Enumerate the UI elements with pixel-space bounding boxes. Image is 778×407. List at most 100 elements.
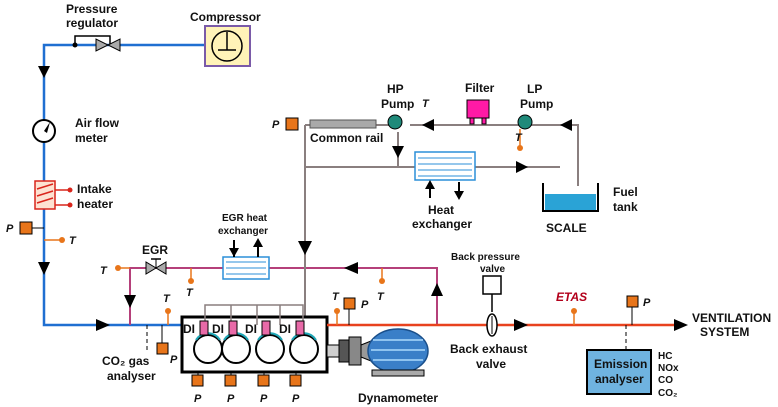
temperature-sensor-icon	[334, 308, 340, 314]
flow-arrow-icon	[38, 262, 50, 275]
egr-label: EGR	[142, 243, 168, 257]
cylinder-pressure-sensors	[191, 372, 302, 387]
hp-pump-label: HP	[387, 82, 404, 96]
sensor-p-label: P	[643, 297, 651, 309]
injector-icon	[295, 320, 305, 336]
sensor-t-label: T	[422, 98, 430, 110]
lp-pump-label: LP	[527, 82, 542, 96]
flow-arrow-icon	[96, 319, 110, 331]
egr-heat-exchanger-label-2: exchanger	[218, 226, 268, 237]
flow-arrow-icon	[674, 319, 688, 331]
flow-arrow-icon	[560, 119, 572, 131]
sensor-t-label: T	[515, 132, 523, 144]
filter-label: Filter	[465, 81, 495, 95]
pressure-sensor-icon	[19, 221, 33, 235]
lp-pump-label-2: Pump	[520, 97, 553, 111]
sensor-p-label: P	[292, 393, 300, 405]
sensor-t-label: T	[100, 265, 108, 277]
sensor-t-label: T	[377, 291, 385, 303]
hp-pump-icon	[387, 114, 403, 130]
flow-arrow-icon	[431, 283, 443, 296]
flow-arrow-icon	[422, 119, 434, 131]
sensor-p-label: P	[194, 393, 202, 405]
injector-label: DI	[212, 322, 224, 336]
sensor-p-label: P	[6, 223, 14, 235]
back-pressure-valve-label: Back pressure	[451, 252, 520, 263]
heat-exchanger-label: Heat	[428, 203, 454, 217]
sensor-t-label: T	[163, 293, 171, 305]
pressure-sensor-icon	[626, 295, 639, 308]
intake-heater-label-2: heater	[77, 197, 113, 211]
sensor-p-label: P	[272, 119, 280, 131]
injector-icon	[228, 320, 238, 336]
compressor-label: Compressor	[190, 10, 261, 24]
temperature-sensor-icon	[59, 237, 65, 243]
back-pressure-valve-icon	[482, 275, 502, 295]
flow-arrow-icon	[344, 262, 358, 274]
engine-block	[180, 304, 329, 374]
sensor-t-label: T	[69, 235, 77, 247]
emission-nox: NOx	[658, 363, 679, 374]
injector-icon	[199, 320, 209, 336]
injector-icon	[261, 320, 271, 336]
emission-hc: HC	[658, 351, 672, 362]
pressure-sensor-icon	[343, 297, 356, 310]
air-flow-meter-label: Air flow	[75, 116, 120, 130]
pressure-regulator-label-2: regulator	[66, 16, 118, 30]
flow-arrow-icon	[38, 66, 50, 78]
sensor-p-label: P	[170, 354, 178, 366]
back-pressure-valve-label-2: valve	[480, 264, 505, 275]
lp-pump-icon	[517, 114, 533, 130]
flow-arrow-icon	[298, 241, 312, 255]
common-rail-icon	[309, 119, 377, 129]
ventilation-system-label: VENTILATION	[692, 311, 771, 325]
injector-label: DI	[279, 322, 291, 336]
pressure-regulator-label: Pressure	[66, 2, 118, 16]
dynamometer-icon	[326, 328, 429, 377]
sensor-t-label: T	[332, 291, 340, 303]
compressor-icon	[211, 30, 243, 62]
egr-valve-icon	[145, 258, 167, 275]
co2-gas-analyser-label: CO₂ gas	[102, 354, 150, 368]
heat-exchanger-icon	[414, 151, 476, 181]
sensor-p-label: P	[361, 299, 369, 311]
temperature-sensor-icon	[165, 308, 171, 314]
pressure-sensor-icon	[285, 117, 299, 131]
back-exhaust-valve-label-2: valve	[476, 357, 506, 371]
air-flow-meter-label-2: meter	[75, 131, 108, 145]
flow-arrow-icon	[124, 295, 136, 308]
heat-exchanger-label-2: exchanger	[412, 217, 472, 231]
flow-arrow-icon	[392, 146, 404, 158]
emission-co: CO	[658, 375, 673, 386]
pressure-sensor-icon	[156, 342, 169, 355]
fuel-tank-label-2: tank	[613, 200, 638, 214]
dynamometer-label: Dynamometer	[358, 391, 438, 405]
emission-co2: CO₂	[658, 388, 677, 399]
pressure-regulator	[72, 35, 121, 52]
emission-analyser-box	[586, 349, 652, 395]
ventilation-system-label-2: SYSTEM	[700, 325, 749, 339]
scale-label: SCALE	[546, 221, 587, 235]
back-exhaust-valve-label: Back exhaust	[450, 342, 527, 356]
flow-arrow-icon	[514, 319, 528, 331]
injector-label: DI	[183, 322, 195, 336]
fuel-tank-label: Fuel	[613, 185, 638, 199]
sensor-p-label: P	[260, 393, 268, 405]
emission-analyser-label-2: analyser	[595, 372, 644, 386]
sensor-t-label: T	[186, 287, 194, 299]
intake-heater-label: Intake	[77, 182, 112, 196]
hp-pump-label-2: Pump	[381, 97, 414, 111]
fuel-tank-icon	[542, 183, 599, 212]
etas-label: ETAS	[556, 290, 587, 304]
etas-sensor-icon	[571, 308, 577, 314]
co2-gas-analyser-label-2: analyser	[107, 369, 156, 383]
emission-analyser-label: Emission	[594, 357, 647, 371]
flow-arrow-icon	[516, 161, 528, 173]
sensor-p-label: P	[227, 393, 235, 405]
egr-heat-exchanger-label: EGR heat	[222, 213, 268, 224]
air-intake-line	[42, 43, 210, 327]
common-rail-label: Common rail	[310, 131, 383, 145]
filter-icon	[466, 99, 490, 119]
injector-label: DI	[245, 322, 257, 336]
